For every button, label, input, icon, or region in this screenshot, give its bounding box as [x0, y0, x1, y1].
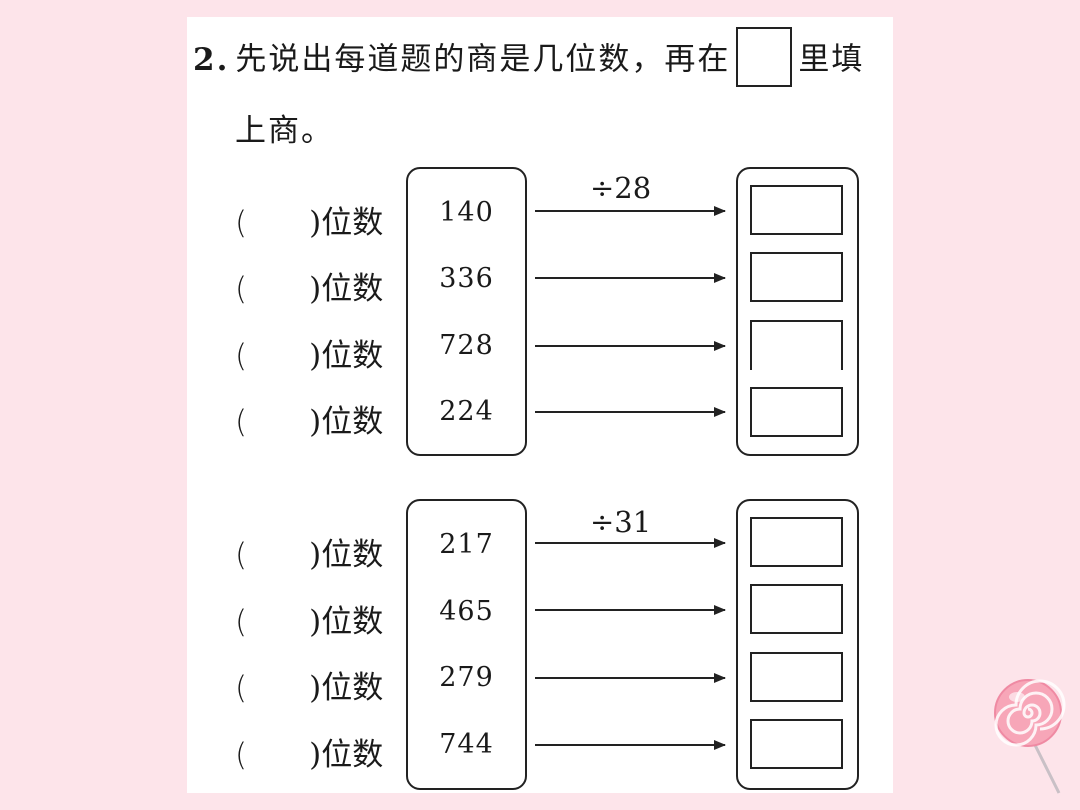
question-line-1: 2.先说出每道题的商是几位数，再在 里填 — [193, 27, 865, 91]
quotient-answer-box[interactable] — [750, 387, 843, 437]
question-number: 2. — [193, 41, 230, 78]
quotient-answer-box[interactable] — [750, 652, 843, 702]
digit-count-label: ()位数 — [235, 604, 384, 640]
example-answer-box — [736, 27, 793, 87]
dividend-value: 744 — [439, 729, 494, 760]
digit-count-label: ()位数 — [235, 737, 384, 773]
dividend-value: 140 — [439, 197, 494, 228]
dividend-box — [406, 167, 527, 456]
quotient-answer-box[interactable] — [750, 584, 843, 634]
dividend-box — [406, 499, 527, 790]
digit-count-label: ()位数 — [235, 271, 384, 307]
digit-count-label: ()位数 — [235, 670, 384, 706]
digit-count-label: ()位数 — [235, 537, 384, 573]
digit-count-label: ()位数 — [235, 404, 384, 440]
quotient-answer-box[interactable] — [750, 719, 843, 769]
dividend-value: 728 — [439, 330, 494, 361]
worksheet-page: 2.先说出每道题的商是几位数，再在 里填 上商。 ()位数 ()位数 ()位数 (… — [187, 17, 893, 793]
lollipop-icon — [994, 679, 1066, 794]
digit-count-label: ()位数 — [235, 205, 384, 241]
question-text-before: 先说出每道题的商是几位数，再在 — [235, 41, 731, 78]
divisor-label: ÷28 — [590, 171, 652, 205]
question-line-2: 上商。 — [235, 113, 334, 149]
quotient-answer-box[interactable] — [750, 320, 843, 370]
quotient-answer-box[interactable] — [750, 252, 843, 302]
quotient-answer-box[interactable] — [750, 517, 843, 567]
dividend-value: 217 — [439, 529, 494, 560]
dividend-value: 465 — [439, 596, 494, 627]
quotient-answer-box[interactable] — [750, 185, 843, 235]
dividend-value: 336 — [439, 263, 494, 294]
question-text-after: 里填 — [798, 41, 865, 78]
digit-count-label: ()位数 — [235, 338, 384, 374]
answer-group-box — [736, 167, 859, 456]
dividend-value: 279 — [439, 662, 494, 693]
divisor-label: ÷31 — [590, 505, 652, 539]
dividend-value: 224 — [439, 396, 494, 427]
answer-group-box — [736, 499, 859, 790]
